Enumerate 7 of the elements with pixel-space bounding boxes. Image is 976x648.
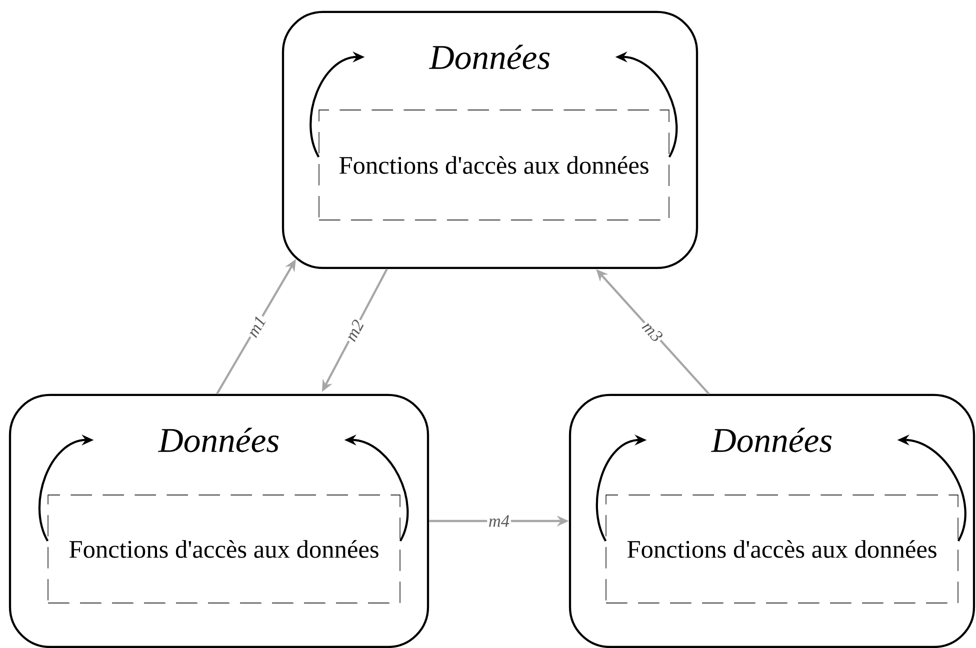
edge-label: m3 bbox=[639, 318, 666, 346]
edge-label: m2 bbox=[342, 316, 366, 344]
edge-label: m4 bbox=[487, 514, 511, 528]
dashed-box: Fonctions d'accès aux données bbox=[318, 110, 670, 220]
dashed-box: Fonctions d'accès aux données bbox=[48, 494, 400, 604]
dashed-box: Fonctions d'accès aux données bbox=[606, 494, 958, 604]
edge-label: m1 bbox=[244, 312, 269, 340]
